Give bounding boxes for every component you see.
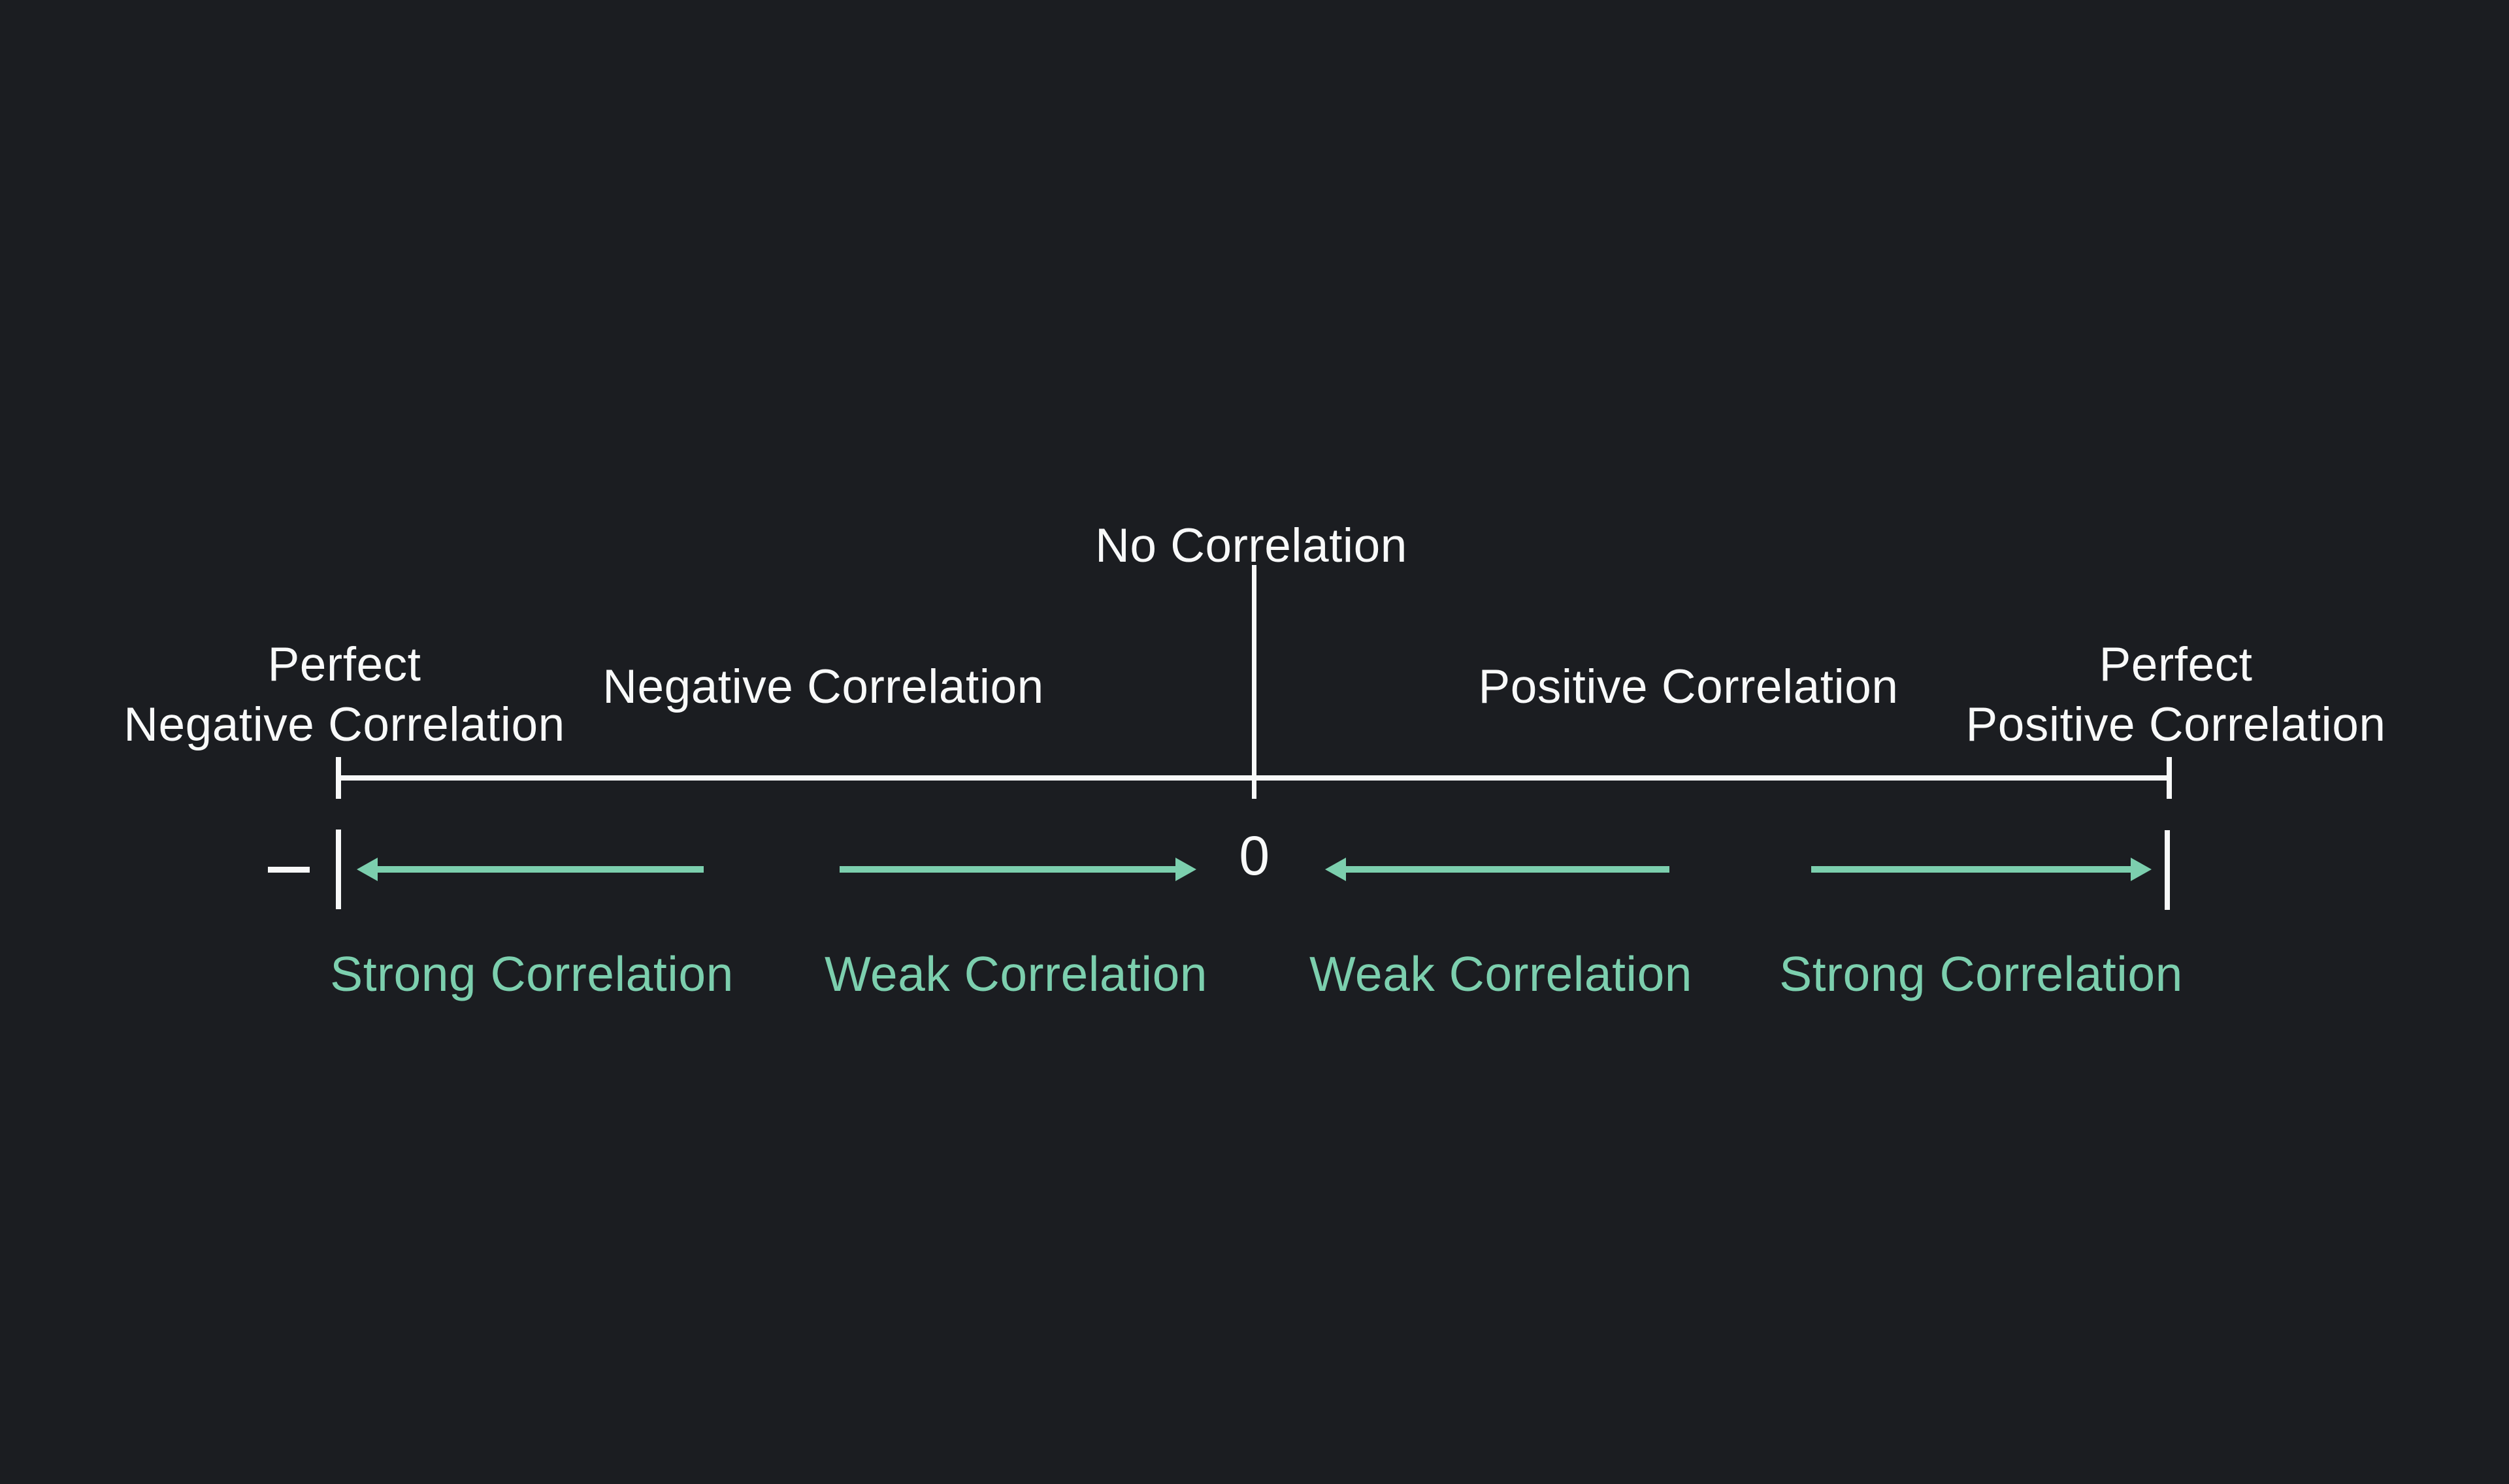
arrow-shaft <box>376 866 704 873</box>
arrow-head <box>1325 858 1346 881</box>
negative-correlation-label: Negative Correlation <box>602 660 1044 713</box>
center-zero-line <box>1252 565 1256 799</box>
strong-negative-arrow-icon <box>357 858 704 881</box>
weak-positive-arrow-icon <box>1325 858 1669 881</box>
perfect-positive-line2: Positive Correlation <box>1965 698 2386 751</box>
perfect-negative-line2: Negative Correlation <box>123 698 565 751</box>
arrow-head <box>2131 858 2152 881</box>
minus-sign-icon <box>268 867 310 873</box>
perfect-positive-line1: Perfect <box>2099 638 2253 691</box>
axis-tick-left <box>336 757 341 799</box>
lower-tick-right <box>2165 830 2170 910</box>
weak-negative-arrow-icon <box>840 858 1196 881</box>
arrow-shaft <box>1344 866 1669 873</box>
arrow-shaft <box>1811 866 2133 873</box>
axis-line <box>338 775 2170 781</box>
arrow-head <box>1175 858 1196 881</box>
arrow-shaft <box>840 866 1177 873</box>
perfect-negative-correlation-label: Perfect Negative Correlation <box>123 635 565 755</box>
weak-negative-label: Weak Correlation <box>824 946 1208 1001</box>
arrow-head <box>357 858 378 881</box>
perfect-positive-correlation-label: Perfect Positive Correlation <box>1966 635 2386 755</box>
strong-negative-label: Strong Correlation <box>330 946 734 1001</box>
no-correlation-label: No Correlation <box>1095 519 1407 572</box>
perfect-negative-line1: Perfect <box>267 638 421 691</box>
strong-positive-label: Strong Correlation <box>1779 946 2183 1001</box>
axis-tick-right <box>2167 757 2172 799</box>
positive-correlation-label: Positive Correlation <box>1478 660 1899 713</box>
zero-label: 0 <box>1239 825 1270 886</box>
weak-positive-label: Weak Correlation <box>1309 946 1693 1001</box>
lower-tick-left <box>336 830 341 909</box>
strong-positive-arrow-icon <box>1811 858 2152 881</box>
